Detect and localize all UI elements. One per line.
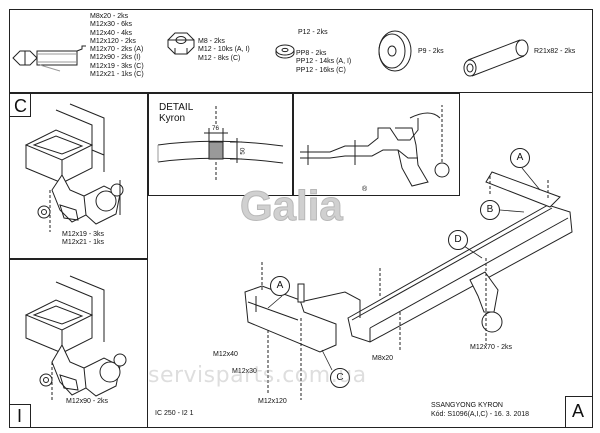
panel-c-drawing (24, 103, 124, 232)
label-m12x120: M12x120 (258, 398, 287, 405)
panel-c-labels: M12x19 - 3ks M12x21 - 1ks (62, 231, 104, 248)
footer-model: SSANGYONG KYRON (431, 402, 503, 409)
detail-subtitle-line: Kyron (159, 113, 186, 124)
main-crossbar (347, 171, 573, 343)
detail-width-dimension: 76 (212, 125, 220, 132)
callout-a-top: A (510, 148, 530, 168)
panel-i-label: M12x90 - 2ks (66, 398, 109, 405)
panel-i-letter-box (9, 404, 31, 428)
footer-kod: Kód: S1096(A,I,C) - 16. 3. 2018 (431, 411, 530, 418)
top-view-drawing (300, 105, 450, 187)
panel-c-letter: C (14, 96, 27, 116)
label-m12x70: M12x70 - 2ks (470, 344, 513, 351)
panel-c-frame (9, 93, 148, 259)
detail-title: DETAIL Kyron (159, 102, 193, 124)
watermark: servisparts.com.ua (148, 363, 367, 388)
callout-c: C (330, 368, 350, 388)
panel-c-label: M12x19 - 3ks (62, 231, 105, 238)
detail-frame (148, 93, 293, 196)
callout-b: B (480, 200, 500, 220)
panel-c-label: M12x21 - 1ks (62, 239, 105, 247)
registered-mark: ® (362, 186, 368, 193)
label-m12x40: M12x40 (213, 351, 238, 358)
panel-c-letter-box (9, 93, 31, 117)
washers-list: PP8 - 2ks PP12 - 14ks (A, I) PP12 - 16ks… (296, 50, 351, 75)
main-tow-ball (399, 258, 503, 350)
label-m8x20: M8x20 (372, 355, 394, 362)
washer-entry: PP12 - 14ks (A, I) (296, 58, 352, 66)
leader-lines (267, 167, 541, 371)
washer-icon (275, 44, 295, 59)
bolt-entry: M8x20 - 2ks (90, 13, 129, 20)
nuts-list: M8 - 2ks M12 - 10ks (A, I) M12 - 8ks (C) (198, 38, 250, 63)
bolt-entry: M12x21 - 1ks (C) (90, 71, 144, 79)
footer-code: IC 250 - I2 1 (155, 410, 194, 417)
detail-section (157, 106, 284, 180)
washer-p12-label: P12 - 2ks (298, 29, 328, 36)
top-view-frame (293, 93, 460, 196)
parts-header-frame (9, 9, 593, 93)
panel-i-frame (9, 259, 148, 428)
corner-letter: A (572, 401, 585, 421)
nut-entry: M12 - 8ks (C) (198, 54, 241, 62)
bolts-list: M8x20 - 2ks M12x30 - 6ks M12x40 - 4ks M1… (90, 13, 144, 79)
large-washer-label: P9 - 2ks (418, 48, 444, 55)
bolt-entry: M12x30 - 6ks (90, 21, 133, 29)
callout-d: D (448, 230, 468, 250)
bolt-entry: M12x90 - 2ks (I) (90, 54, 141, 62)
corner-letter-box (565, 396, 593, 428)
nut-icon (167, 32, 195, 55)
spacer-label: R21x82 - 2ks (534, 48, 576, 55)
label-m12x30: M12x30 (232, 368, 257, 375)
bolt-entry: M12x40 - 4ks (90, 29, 133, 37)
svg-text:Galia: Galia (240, 182, 343, 229)
nut-entry: M12 - 10ks (A, I) (198, 46, 250, 54)
washer-entry: PP8 - 2ks (296, 50, 327, 57)
galia-logo: Galia ® (238, 182, 370, 230)
detail-height-dimension: 50 (239, 147, 247, 155)
bolt-entry: M12x70 - 2ks (A) (90, 46, 144, 54)
washer-entry: PP12 - 16ks (C) (296, 66, 346, 74)
bolt-icon (12, 45, 86, 72)
callout-a-left: A (270, 276, 290, 296)
panel-i-letter: I (17, 406, 23, 426)
bolt-entry: M12x120 - 2ks (90, 37, 136, 45)
large-washer-icon (378, 30, 412, 72)
detail-title-line: DETAIL (159, 102, 194, 113)
spacer-icon (463, 39, 529, 77)
galia-logo-mark: Galia (240, 182, 344, 230)
panel-i-drawing (24, 275, 127, 400)
nut-entry: M8 - 2ks (198, 38, 225, 45)
bolt-entry: M12x19 - 3ks (C) (90, 62, 144, 70)
